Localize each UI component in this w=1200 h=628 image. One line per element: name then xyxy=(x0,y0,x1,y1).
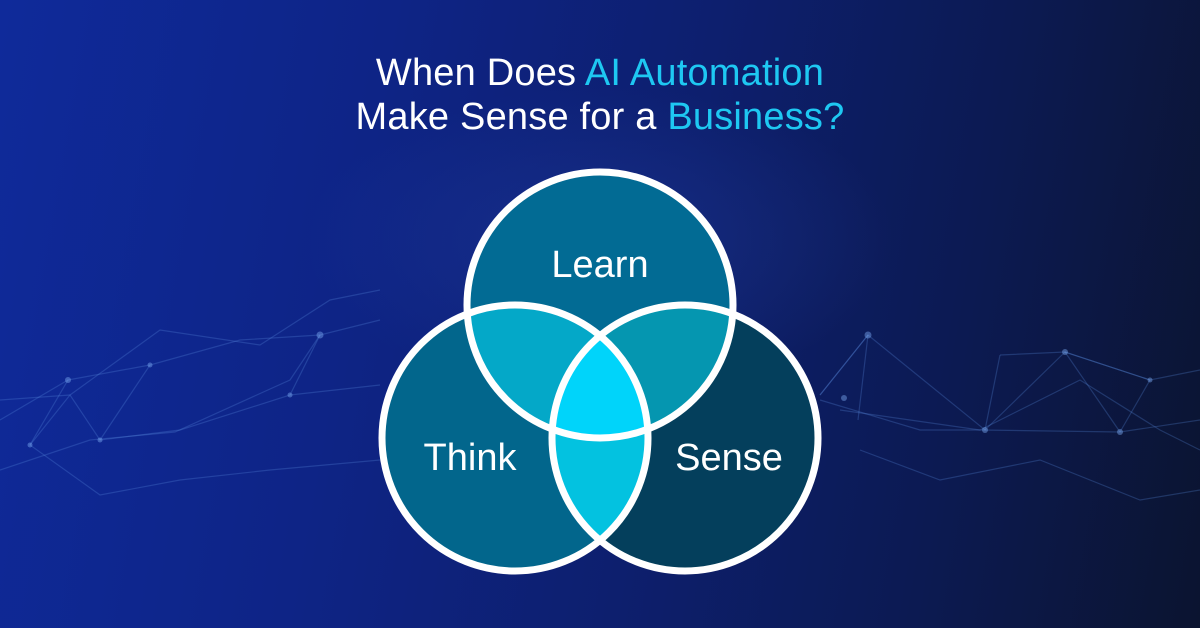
outline-sense xyxy=(548,301,822,575)
page-title: When Does AI Automation Make Sense for a… xyxy=(0,51,1200,139)
label-think: Think xyxy=(424,437,518,479)
title-line-2-plain: Make Sense for a xyxy=(355,96,668,138)
title-line-2: Make Sense for a Business? xyxy=(0,95,1200,139)
label-learn: Learn xyxy=(551,244,648,286)
title-line-1-plain: When Does xyxy=(375,52,585,94)
outline-learn xyxy=(463,168,737,442)
title-line-2-accent: Business? xyxy=(667,96,845,138)
overlap-center xyxy=(552,305,648,438)
outline-think xyxy=(378,301,652,575)
title-line-1: When Does AI Automation xyxy=(0,51,1200,95)
label-sense: Sense xyxy=(675,437,783,479)
title-line-1-accent: AI Automation xyxy=(584,52,825,94)
